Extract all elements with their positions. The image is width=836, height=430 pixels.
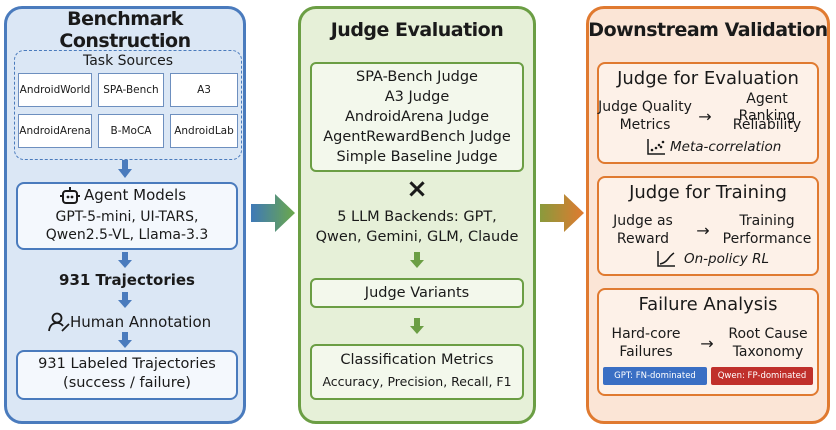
qwen-badge: Qwen: FP-dominated bbox=[711, 367, 813, 385]
judge-for-evaluation-box bbox=[597, 62, 819, 164]
right-arrow-icon: → bbox=[696, 220, 710, 240]
eval-right-line-2: Reliability bbox=[732, 117, 802, 133]
failure-left-line-1: Hard-core bbox=[611, 326, 681, 342]
on-policy-rl-note: On-policy RL bbox=[684, 251, 769, 267]
human-annotation-label: Human Annotation bbox=[70, 313, 212, 331]
judge-for-training-title: Judge for Training bbox=[629, 181, 787, 203]
source-androidarena: AndroidArena bbox=[18, 114, 92, 148]
judge-variants-box: Judge Variants bbox=[310, 278, 524, 308]
task-sources-title: Task Sources bbox=[82, 53, 174, 69]
metrics-title: Classification Metrics bbox=[340, 352, 494, 368]
flow-arrow-icon bbox=[540, 194, 584, 232]
labeled-trajectories-box bbox=[16, 350, 238, 400]
failure-left-line-2: Failures bbox=[619, 344, 673, 360]
train-right-line-2: Performance bbox=[722, 231, 812, 247]
judge-for-evaluation-title: Judge for Evaluation bbox=[617, 67, 799, 89]
backends-line-2: Qwen, Gemini, GLM, Claude bbox=[315, 228, 519, 245]
failure-right-line-1: Root Cause bbox=[728, 326, 808, 342]
trajectories-count: 931 Trajectories bbox=[59, 271, 195, 289]
judge-item: Simple Baseline Judge bbox=[336, 149, 498, 165]
judge-item: SPA-Bench Judge bbox=[356, 69, 478, 85]
source-b-moca: B-MoCA bbox=[98, 114, 164, 148]
train-right-line-1: Training bbox=[739, 213, 795, 229]
metrics-list: Accuracy, Precision, Recall, F1 bbox=[322, 373, 512, 389]
judge-item: AgentRewardBench Judge bbox=[323, 129, 511, 145]
down-arrow-icon bbox=[118, 332, 132, 348]
right-arrow-icon: → bbox=[700, 333, 714, 353]
down-arrow-icon bbox=[410, 318, 424, 334]
agent-models-box bbox=[16, 182, 238, 250]
source-androidlab: AndroidLab bbox=[170, 114, 238, 148]
robot-icon bbox=[60, 187, 80, 204]
eval-right-line-1: Agent Ranking bbox=[738, 90, 796, 124]
source-spa-bench: SPA-Bench bbox=[98, 73, 164, 107]
judge-item: A3 Judge bbox=[384, 89, 450, 105]
labeled-trajectories-line-2: (success / failure) bbox=[63, 375, 191, 391]
train-left-line-2: Reward bbox=[616, 231, 670, 247]
down-arrow-icon bbox=[410, 252, 424, 268]
right-arrow-icon: → bbox=[698, 106, 712, 126]
gpt-badge: GPT: FN-dominated bbox=[603, 367, 707, 385]
source-androidworld: AndroidWorld bbox=[18, 73, 92, 107]
failure-right-line-2: Taxonomy bbox=[732, 344, 804, 360]
flow-arrow-icon bbox=[251, 194, 295, 232]
eval-left-line-2: Metrics bbox=[619, 117, 671, 133]
down-arrow-icon bbox=[118, 292, 132, 308]
train-left-line-1: Judge as bbox=[613, 213, 673, 229]
agent-models-line-2: Qwen2.5-VL, Llama-3.3 bbox=[45, 227, 209, 243]
agent-models-title: Agent Models bbox=[84, 186, 187, 204]
down-arrow-icon bbox=[118, 252, 132, 268]
judge-evaluation-title: Judge Evaluation bbox=[330, 19, 504, 41]
meta-correlation-note: Meta-correlation bbox=[670, 139, 782, 155]
source-a3: A3 bbox=[170, 73, 238, 107]
down-arrow-icon bbox=[118, 160, 132, 178]
downstream-validation-title: Downstream Validation bbox=[588, 19, 828, 41]
failure-analysis-title: Failure Analysis bbox=[638, 293, 778, 315]
judges-box bbox=[310, 62, 524, 172]
times-symbol: × bbox=[406, 174, 428, 204]
benchmark-construction-title: Benchmark Construction bbox=[59, 8, 191, 52]
person-icon bbox=[48, 312, 70, 332]
labeled-trajectories-line-1: 931 Labeled Trajectories bbox=[38, 356, 216, 372]
classification-metrics-box bbox=[310, 344, 524, 400]
agent-models-line-1: GPT-5-mini, UI-TARS, bbox=[55, 209, 199, 225]
line-chart-icon bbox=[657, 251, 675, 267]
judge-for-training-box bbox=[597, 176, 819, 276]
scatter-plot-icon bbox=[647, 139, 665, 155]
task-sources-group bbox=[14, 50, 242, 160]
eval-left-line-1: Judge Quality bbox=[598, 99, 692, 115]
backends-line-1: 5 LLM Backends: GPT, bbox=[337, 208, 497, 225]
judge-item: AndroidArena Judge bbox=[344, 109, 490, 125]
